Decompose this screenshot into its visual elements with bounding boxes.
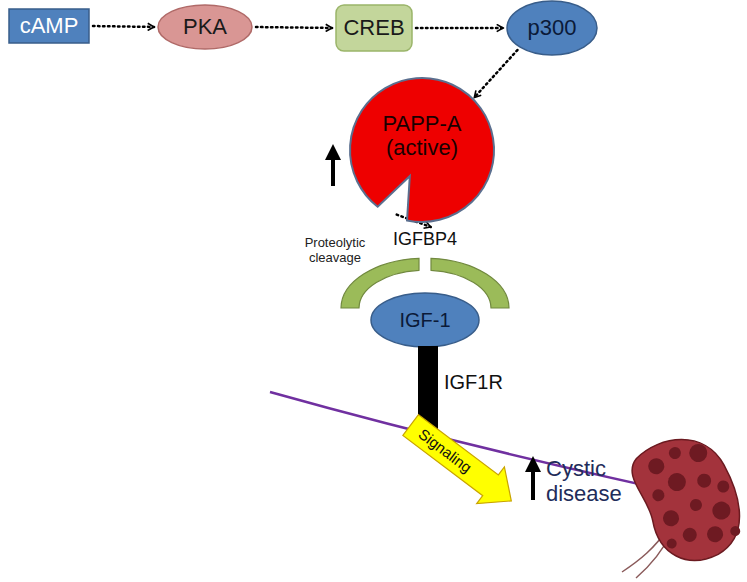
node-label: cAMP xyxy=(20,14,79,38)
node-label: IGF-1 xyxy=(399,309,450,331)
increase-arrow xyxy=(325,144,341,186)
outcome-label: Cystic disease xyxy=(546,456,636,507)
node-label: PKA xyxy=(183,15,227,39)
node-label: PAPP-A (active) xyxy=(372,112,472,160)
coactivator-ellipse: p300 xyxy=(506,0,598,56)
signaling-arrow: Signaling xyxy=(400,412,521,515)
dotted-arrow xyxy=(93,25,154,28)
factor-box: CREB xyxy=(335,4,413,52)
dotted-arrow xyxy=(256,26,332,29)
signal-box: cAMP xyxy=(8,8,90,44)
increase-arrow xyxy=(525,456,541,500)
ligand-ellipse: IGF-1 xyxy=(370,292,480,348)
node-label: IGF1R xyxy=(444,371,503,393)
cystic-kidney xyxy=(622,425,747,578)
dotted-arrow xyxy=(416,27,503,30)
kinase-ellipse: PKA xyxy=(157,4,253,50)
dotted-arrow xyxy=(474,50,517,97)
receptor: IGF1R xyxy=(418,346,508,430)
node-label: p300 xyxy=(528,16,577,40)
process-note: Proteolytic cleavage xyxy=(292,236,378,266)
enzyme-shape: PAPP-A (active) xyxy=(348,76,496,224)
node-label: CREB xyxy=(343,16,404,40)
node-label: IGFBP4 xyxy=(393,230,457,250)
